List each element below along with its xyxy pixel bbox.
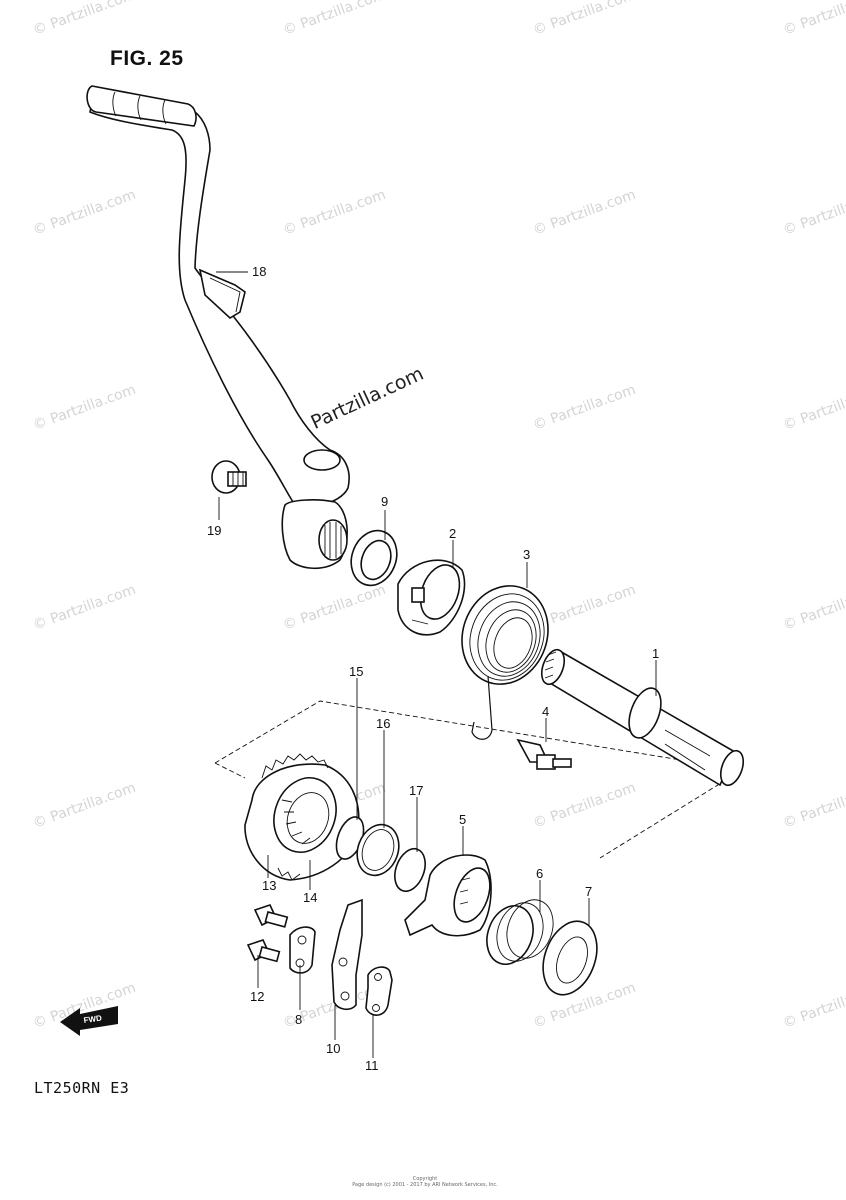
bolt-12-lower	[246, 939, 281, 963]
callout-19: 19	[207, 523, 221, 538]
watermark-text: © Partzilla.com	[781, 0, 846, 39]
callout-11: 11	[365, 1058, 379, 1073]
plate-11	[365, 966, 393, 1016]
circlip-17	[394, 847, 426, 893]
watermark-text: © Partzilla.com	[531, 0, 638, 39]
fwd-label: FWD	[83, 1014, 103, 1025]
callout-12: 12	[250, 989, 264, 1004]
washer-bolt-19	[211, 460, 247, 494]
callout-1: 1	[652, 646, 659, 661]
callout-16: 16	[376, 716, 390, 731]
callout-15: 15	[349, 664, 363, 679]
watermark-text: © Partzilla.com	[281, 187, 388, 239]
watermark-text: © Partzilla.com	[281, 582, 388, 634]
callout-4: 4	[542, 704, 549, 719]
fwd-direction-badge: FWD	[60, 1006, 118, 1036]
callout-3: 3	[523, 547, 530, 562]
oil-seal-9	[350, 529, 398, 587]
watermark-text: © Partzilla.com	[531, 980, 638, 1032]
watermark-text: © Partzilla.com	[781, 980, 846, 1032]
copyright-line-2: Page design (c) 2001 - 2017 by ARI Netwo…	[352, 1182, 498, 1188]
watermark-text: © Partzilla.com	[781, 582, 846, 634]
kick-starter-drive-5	[404, 854, 492, 937]
callout-9: 9	[381, 494, 388, 509]
spring-guide-2	[397, 559, 466, 636]
figure-title: FIG. 25	[110, 47, 184, 70]
watermark-text: © Partzilla.com	[781, 780, 846, 832]
kick-drive-gear-13-14	[244, 753, 360, 881]
watermark-text: © Partzilla.com	[531, 780, 638, 832]
callout-17: 17	[409, 783, 423, 798]
kick-starter-shaft-1	[540, 648, 745, 787]
callout-8: 8	[295, 1012, 302, 1027]
callout-18: 18	[252, 264, 266, 279]
callout-10: 10	[326, 1041, 340, 1056]
model-code: LT250RN E3	[34, 1079, 130, 1097]
watermark-text: © Partzilla.com	[281, 0, 388, 39]
watermark-text: © Partzilla.com	[31, 582, 138, 634]
callout-7: 7	[585, 884, 592, 899]
bolt-4	[516, 738, 572, 770]
washer-7	[542, 920, 598, 996]
watermark-text: © Partzilla.com	[531, 382, 638, 434]
callout-labels: 1 2 3 4 5 6 7 8 9 10 11 12 13 14 15 16 1…	[207, 264, 659, 1073]
callout-5: 5	[459, 812, 466, 827]
spring-6	[486, 899, 554, 965]
callout-13: 13	[262, 878, 276, 893]
plate-8	[289, 926, 316, 974]
washer-16	[356, 823, 400, 877]
callout-2: 2	[449, 526, 456, 541]
watermark-text: © Partzilla.com	[31, 187, 138, 239]
watermark-text: © Partzilla.com	[31, 382, 138, 434]
callout-14: 14	[303, 890, 317, 905]
watermark-text: © Partzilla.com	[531, 187, 638, 239]
watermark-text: © Partzilla.com	[781, 187, 846, 239]
guide-plate-10	[331, 898, 363, 1011]
kick-starter-lever	[86, 85, 350, 570]
copyright-notice: Copyright Page design (c) 2001 - 2017 by…	[330, 1176, 520, 1188]
watermark-text: © Partzilla.com	[781, 382, 846, 434]
kick-starter-spring-3	[461, 585, 549, 740]
callout-6: 6	[536, 866, 543, 881]
copyright-line-1: Copyright	[412, 1176, 438, 1182]
bolt-12-upper	[253, 904, 289, 928]
watermark-text: © Partzilla.com	[31, 0, 138, 39]
subassembly-outline	[214, 700, 744, 859]
watermark-text: © Partzilla.com	[31, 780, 138, 832]
callout-leaders	[216, 271, 657, 1058]
